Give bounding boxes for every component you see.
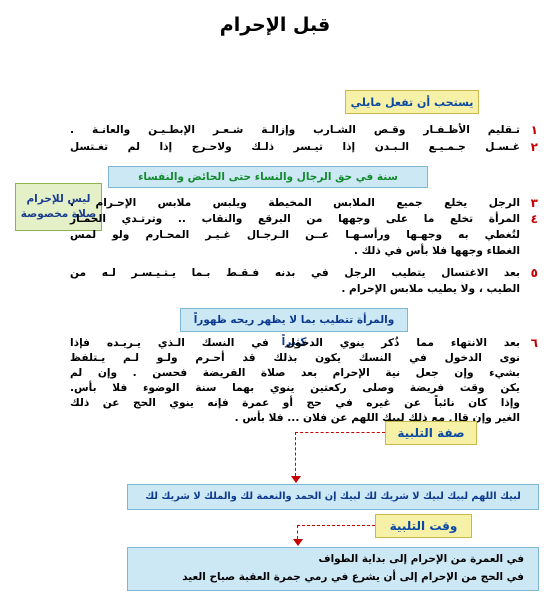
encouraged-heading: يستحب أن تفعل مايلي — [350, 95, 474, 109]
item-number: ١ — [530, 123, 538, 137]
talbiya-text: لبيك اللهم لبيك لبيك لا شريك لك لبيك إن … — [145, 491, 521, 502]
item-line: يكن وقت فريضة وصلى ركعتين ينوي بهما سنة … — [70, 382, 520, 394]
connector-line — [297, 525, 375, 526]
side-note-line-1: ليس للإحرام — [26, 193, 91, 205]
item-line: وإذا كان نائباً عن غيره في حج أو عمرة فإ… — [70, 397, 520, 409]
item-number: ٤ — [530, 212, 538, 226]
item-number: ٣ — [530, 196, 538, 210]
item-line: نوى الدخول في النسك يكون بذلك قد أحـرم و… — [70, 352, 520, 364]
item-number: ٦ — [530, 336, 538, 350]
time-line-hajj: في الحج من الإحرام إلى أن يشرع في رمي جم… — [182, 571, 524, 583]
item-line: الغطاء وجهها فلا بأس في ذلك . — [353, 245, 520, 257]
item-line: بعد الانتهاء مما ذُكر ينوي الدخول في الن… — [70, 337, 520, 349]
connector-line — [297, 525, 298, 539]
item-line: المرأة تخلع ما على وجهها من البرقع والنق… — [70, 213, 520, 225]
side-note-line-2: صلاة مخصوصة — [20, 208, 97, 220]
talbiya-heading: صفة التلبية — [397, 426, 465, 440]
time-box: في العمرة من الإحرام إلى بداية الطواف في… — [127, 547, 539, 591]
item-line: غـسـل جـمـيـع الـبـدن إذا تيـسر ذلـك ولا… — [70, 141, 520, 153]
list-item-6: ٦ بعد الانتهاء مما ذُكر ينوي الدخول في ا… — [70, 336, 542, 432]
sunna-note: سنة في حق الرجال والنساء حتى الحائض والن… — [138, 171, 398, 183]
connector-line — [295, 432, 296, 476]
connector-line — [295, 432, 385, 433]
arrow-down-icon — [291, 476, 301, 483]
list-item-5: ٥ بعد الاغتسال يتطيب الرجل في بدنه فـقـط… — [70, 266, 542, 298]
encouraged-heading-box: يستحب أن تفعل مايلي — [345, 90, 479, 114]
list-item-3: ٣ الرجل يخلع جميع الملابس المخيطة ويلبس … — [70, 196, 542, 212]
sunna-note-box: سنة في حق الرجال والنساء حتى الحائض والن… — [108, 166, 428, 188]
list-item-4: ٤ المرأة تخلع ما على وجهها من البرقع وال… — [70, 212, 542, 260]
item-line: الطيب ، ولا يطيب ملابس الإحرام . — [341, 283, 520, 295]
item-number: ٥ — [530, 266, 538, 280]
item-line: لتُغطي به وجهـها ورأسـهـا عــن الـرجـال … — [70, 229, 520, 241]
item-line: بشيء وإن جعل نية الإحرام بعد صلاة الفريض… — [70, 367, 520, 379]
item-line: الرجل يخلع جميع الملابس المخيطة ويلبس مل… — [70, 197, 520, 209]
item-line: بعد الاغتسال يتطيب الرجل في بدنه فـقـط ب… — [70, 267, 520, 279]
talbiya-heading-box: صفة التلبية — [385, 421, 477, 445]
side-note-box: ليس للإحرام صلاة مخصوصة — [15, 183, 102, 231]
time-heading: وقت التلبية — [389, 519, 458, 533]
list-item-2: ٢ غـسـل جـمـيـع الـبـدن إذا تيـسر ذلـك و… — [70, 140, 542, 156]
women-perfume-note-box: والمرأة تتطيب بما لا يظهر ريحه ظهوراً كث… — [180, 308, 408, 348]
time-line-umrah: في العمرة من الإحرام إلى بداية الطواف — [318, 553, 525, 565]
arrow-down-icon — [293, 539, 303, 546]
talbiya-text-box: لبيك اللهم لبيك لبيك لا شريك لك لبيك إن … — [127, 484, 539, 510]
time-heading-box: وقت التلبية — [375, 514, 472, 538]
women-perfume-note: والمرأة تتطيب بما لا يظهر ريحه ظهوراً كث… — [193, 314, 395, 348]
page-title: قبل الإحرام — [219, 14, 331, 36]
item-line: تـقليم الأظـفـار وقـص الشـارب وإزالـة شـ… — [70, 124, 520, 136]
list-item-1: ١ تـقليم الأظـفـار وقـص الشـارب وإزالـة … — [70, 123, 542, 139]
item-number: ٢ — [530, 140, 538, 154]
